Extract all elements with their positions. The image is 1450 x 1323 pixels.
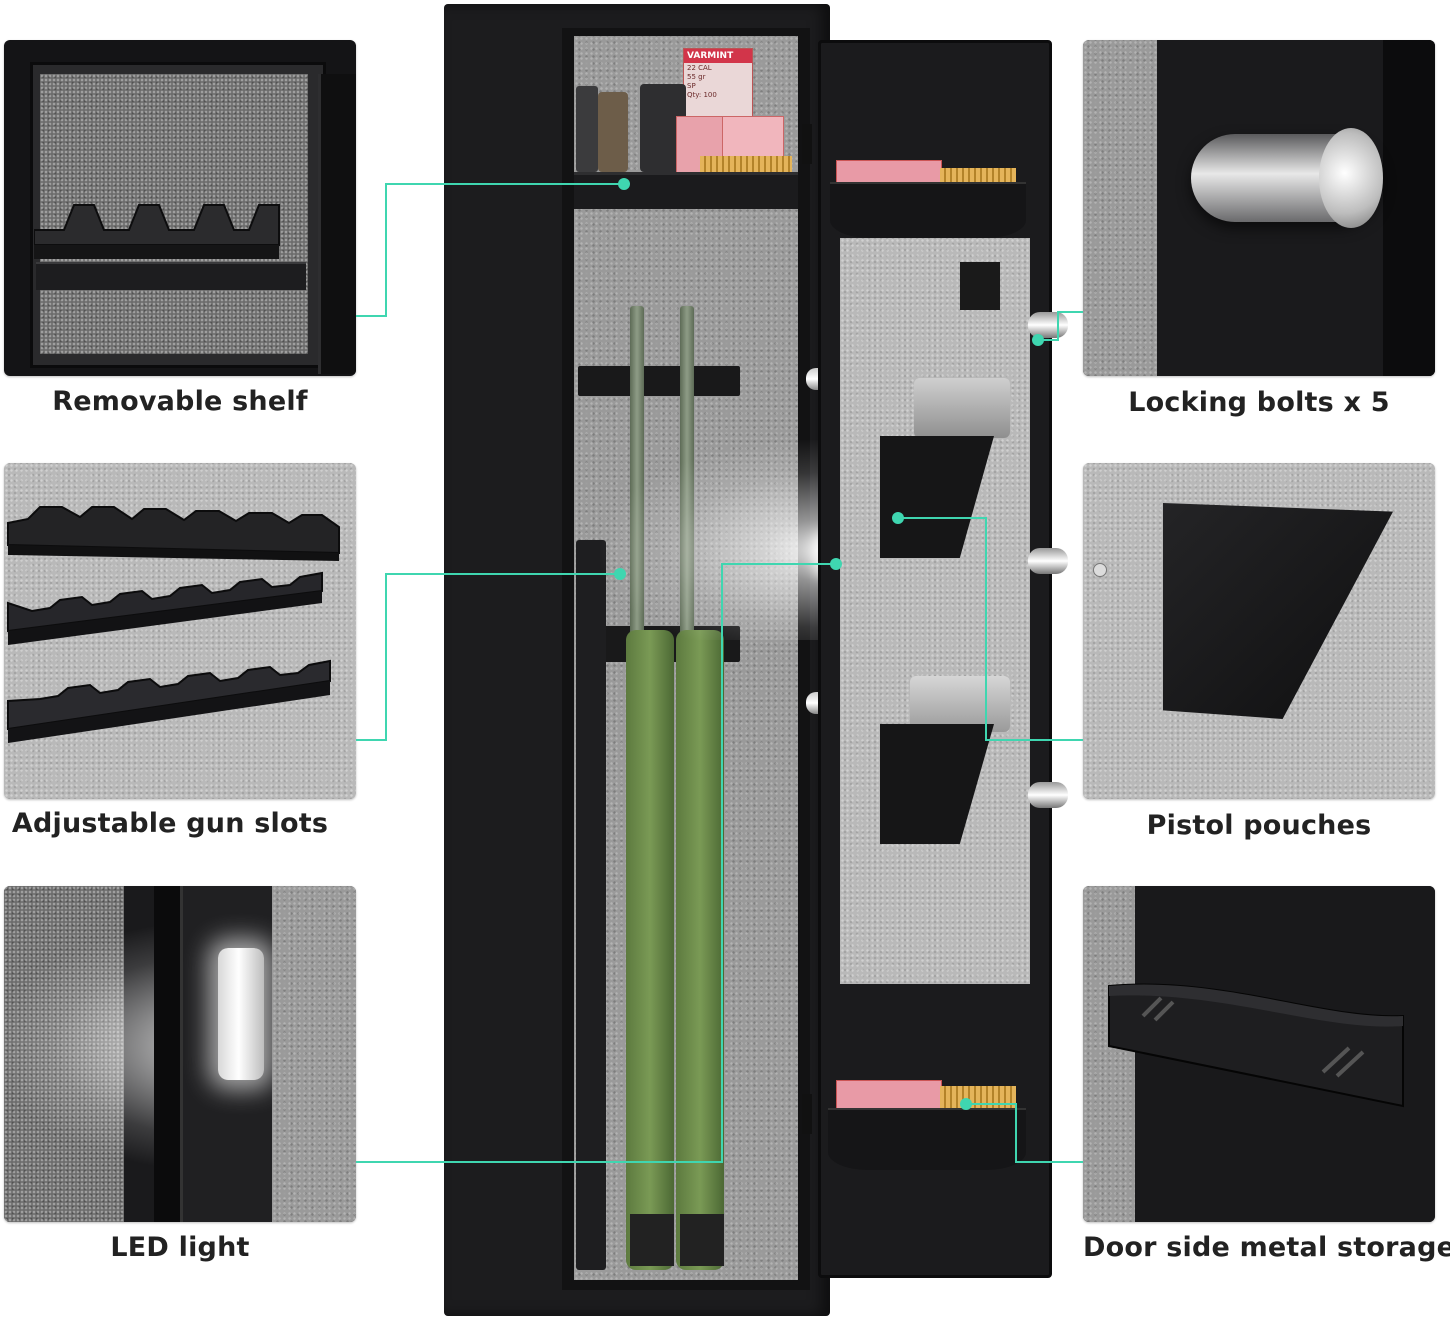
shelf-slotted-rack [34,204,280,259]
ar-rifle [576,540,606,1270]
safe-hinge-top [802,124,812,164]
door-pistol-top [914,378,1010,438]
pouch-rivet-icon [1093,563,1107,577]
pistol-pouch-icon [1163,503,1393,719]
shelf-board [36,262,306,290]
storage-box-icon [1108,983,1404,1108]
locking-bolts-panel [1083,40,1435,376]
door-storage-box-panel [1083,886,1435,1222]
gun-slot-racks [7,506,340,743]
door-bolt-1 [1028,312,1068,338]
rifle-butt-2 [680,1214,724,1266]
ammo-box-varmint: VARMINT 22 CAL 55 gr SP Qty: 100 [683,48,753,122]
door-storage-box-caption: Door side metal storage box [1083,1232,1450,1263]
bolts-panel-felt [1083,40,1157,376]
led-door-strip [154,886,180,1222]
door-bottom-storage-box [828,1108,1026,1170]
door-pistol-bottom [910,676,1010,732]
ammo-box-line-4: Qty: 100 [687,91,717,99]
pistol-pouches-panel [1083,463,1435,799]
shelf-ammo-pink-2 [722,116,784,158]
ammo-box-line-2: 55 gr [687,73,706,81]
bolts-panel-door-edge [1383,40,1435,376]
shelf-pistol-2 [598,92,628,172]
rifle-butt-1 [630,1214,674,1266]
ammo-box-line-3: SP [687,82,696,90]
led-lamp-icon [218,948,264,1080]
rifle-stock-1 [626,630,674,1270]
removable-shelf-panel [4,40,356,376]
door-felt-panel [840,238,1030,984]
ammo-box-line-1: 22 CAL [687,64,712,72]
safe-light-beam [600,440,840,640]
shelf-bullets [700,156,792,174]
door-top-storage-box [830,182,1026,238]
door-bolt-2 [1028,548,1068,574]
door-keypad-square [960,262,1000,310]
removable-shelf-caption: Removable shelf [52,386,308,417]
adjustable-gun-slots-caption: Adjustable gun slots [11,808,329,839]
locking-bolt-tip-icon [1319,128,1383,228]
rifle-stock-2 [676,630,724,1270]
door-edge [318,74,356,374]
led-panel-felt-right [272,886,356,1222]
door-bottom-bullets [940,1086,1016,1110]
removable-shelf-board [574,172,798,209]
safe-hinge-bottom [802,1094,812,1134]
door-bolt-3 [1028,782,1068,808]
led-light-panel [4,886,356,1222]
adjustable-gun-slots-panel [4,463,356,799]
storage-panel-felt [1083,886,1135,1222]
upper-gun-rack-bar [578,366,740,396]
shelf-pistol-1 [576,86,598,172]
pistol-pouches-caption: Pistol pouches [1146,810,1372,841]
locking-bolts-caption: Locking bolts x 5 [1128,387,1390,418]
ammo-box-brand: VARMINT [684,49,752,63]
led-light-caption: LED light [110,1232,250,1263]
